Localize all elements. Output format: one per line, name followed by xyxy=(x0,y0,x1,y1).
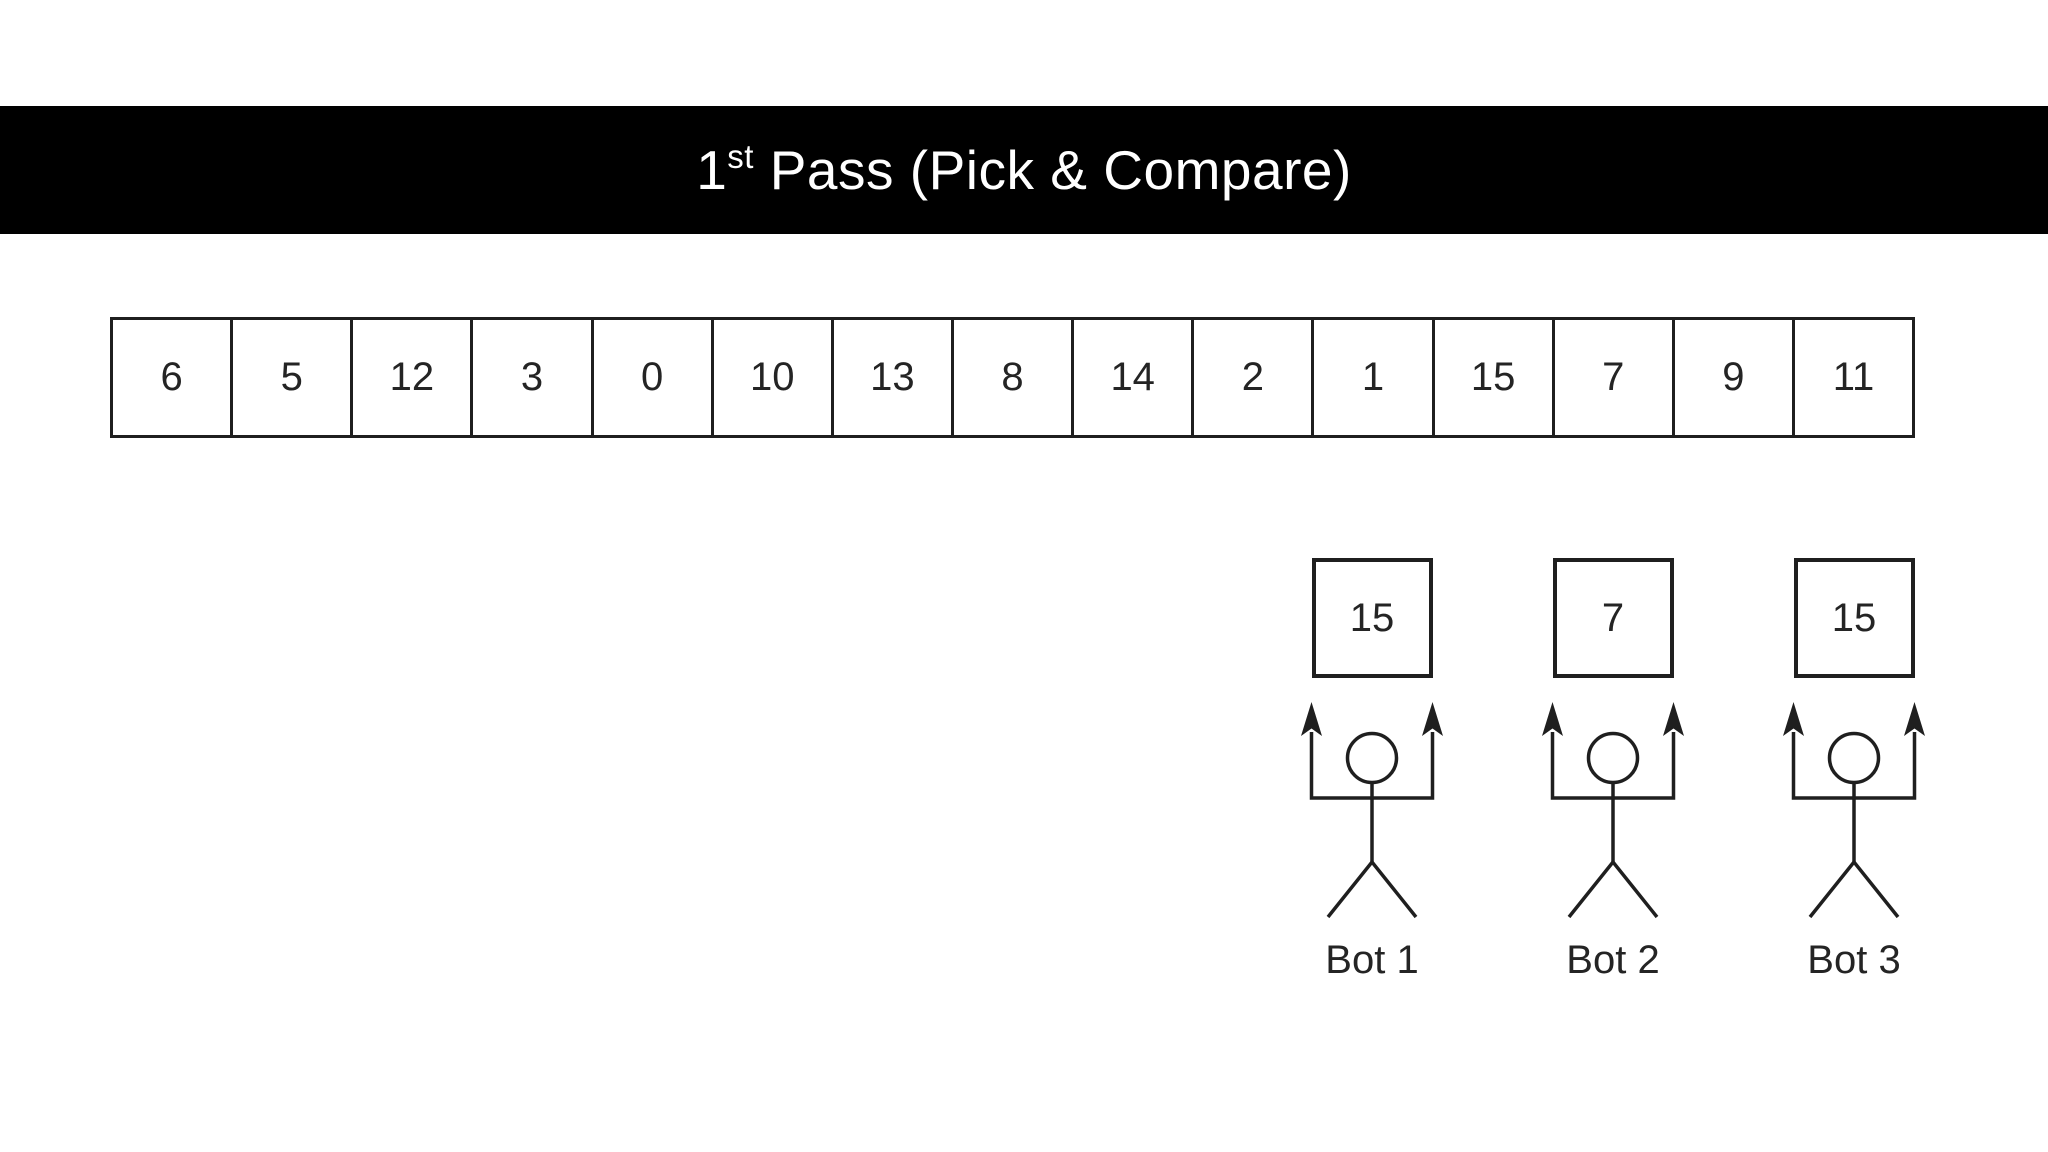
array-cell: 12 xyxy=(353,320,474,435)
array-cell-value: 10 xyxy=(750,355,795,399)
array-cell: 8 xyxy=(954,320,1075,435)
legs xyxy=(1808,859,1900,919)
array-cell: 5 xyxy=(233,320,354,435)
held-card-value: 7 xyxy=(1601,595,1625,640)
array-cell-value: 3 xyxy=(520,355,544,399)
array-cell-value: 7 xyxy=(1602,355,1625,399)
held-card: 7 xyxy=(1552,558,1674,678)
stick-figure-icon xyxy=(1783,702,1925,919)
array-cell-value: 6 xyxy=(160,355,183,399)
array-cell: 1 xyxy=(1314,320,1435,435)
array-cell: 0 xyxy=(594,320,714,435)
up-arrow-icon xyxy=(1904,702,1925,736)
legs xyxy=(1326,859,1418,919)
bot-label: Bot 1 xyxy=(1325,938,1419,982)
up-arrow-icon xyxy=(1783,702,1804,736)
array-cell-value: 11 xyxy=(1832,355,1875,399)
up-arrow-icon xyxy=(1663,702,1684,736)
head xyxy=(1345,731,1399,785)
array-cell-value: 14 xyxy=(1110,355,1155,399)
legs xyxy=(1567,859,1659,919)
array-cell-value: 1 xyxy=(1361,355,1385,399)
array-cell-value: 8 xyxy=(1001,355,1024,399)
bot-label: Bot 2 xyxy=(1566,938,1660,982)
head xyxy=(1827,731,1881,785)
array-cell-value: 13 xyxy=(870,355,915,399)
stick-figure-icon xyxy=(1542,702,1684,919)
title-superscript: st xyxy=(727,138,754,175)
array-cell-value: 5 xyxy=(280,355,303,399)
up-arrow-icon xyxy=(1542,702,1563,736)
number-array: 6 5 12 3 0 10 13 8 14 2 1 15 7 9 11 xyxy=(110,317,1915,438)
array-cell: 11 xyxy=(1795,320,1912,435)
array-cell: 13 xyxy=(834,320,954,435)
array-cell: 3 xyxy=(473,320,594,435)
array-cell-value: 0 xyxy=(641,355,664,399)
array-cell-value: 9 xyxy=(1722,355,1745,399)
array-cell: 6 xyxy=(113,320,234,435)
title-rest: Pass (Pick & Compare) xyxy=(753,139,1352,201)
held-card-value: 15 xyxy=(1349,595,1395,640)
up-arrow-icon xyxy=(1422,702,1443,736)
held-card-value: 15 xyxy=(1831,595,1877,640)
array-cell: 7 xyxy=(1555,320,1675,435)
up-arrow-icon xyxy=(1301,702,1322,736)
slide-title: 1st Pass (Pick & Compare) xyxy=(696,138,1352,202)
head xyxy=(1586,731,1640,785)
held-card: 15 xyxy=(1311,558,1433,678)
held-card: 15 xyxy=(1793,558,1915,678)
title-banner: 1st Pass (Pick & Compare) xyxy=(0,106,2048,234)
array-cell: 14 xyxy=(1074,320,1195,435)
array-cell-value: 15 xyxy=(1470,355,1516,399)
array-cell: 9 xyxy=(1675,320,1795,435)
array-cell-value: 12 xyxy=(389,355,435,399)
bot-label: Bot 3 xyxy=(1807,938,1901,982)
stick-figure-icon xyxy=(1301,702,1443,919)
array-cell: 10 xyxy=(714,320,834,435)
array-cell: 2 xyxy=(1194,320,1315,435)
array-cell: 15 xyxy=(1435,320,1555,435)
title-prefix: 1 xyxy=(696,139,728,201)
array-cell-value: 2 xyxy=(1241,355,1264,399)
